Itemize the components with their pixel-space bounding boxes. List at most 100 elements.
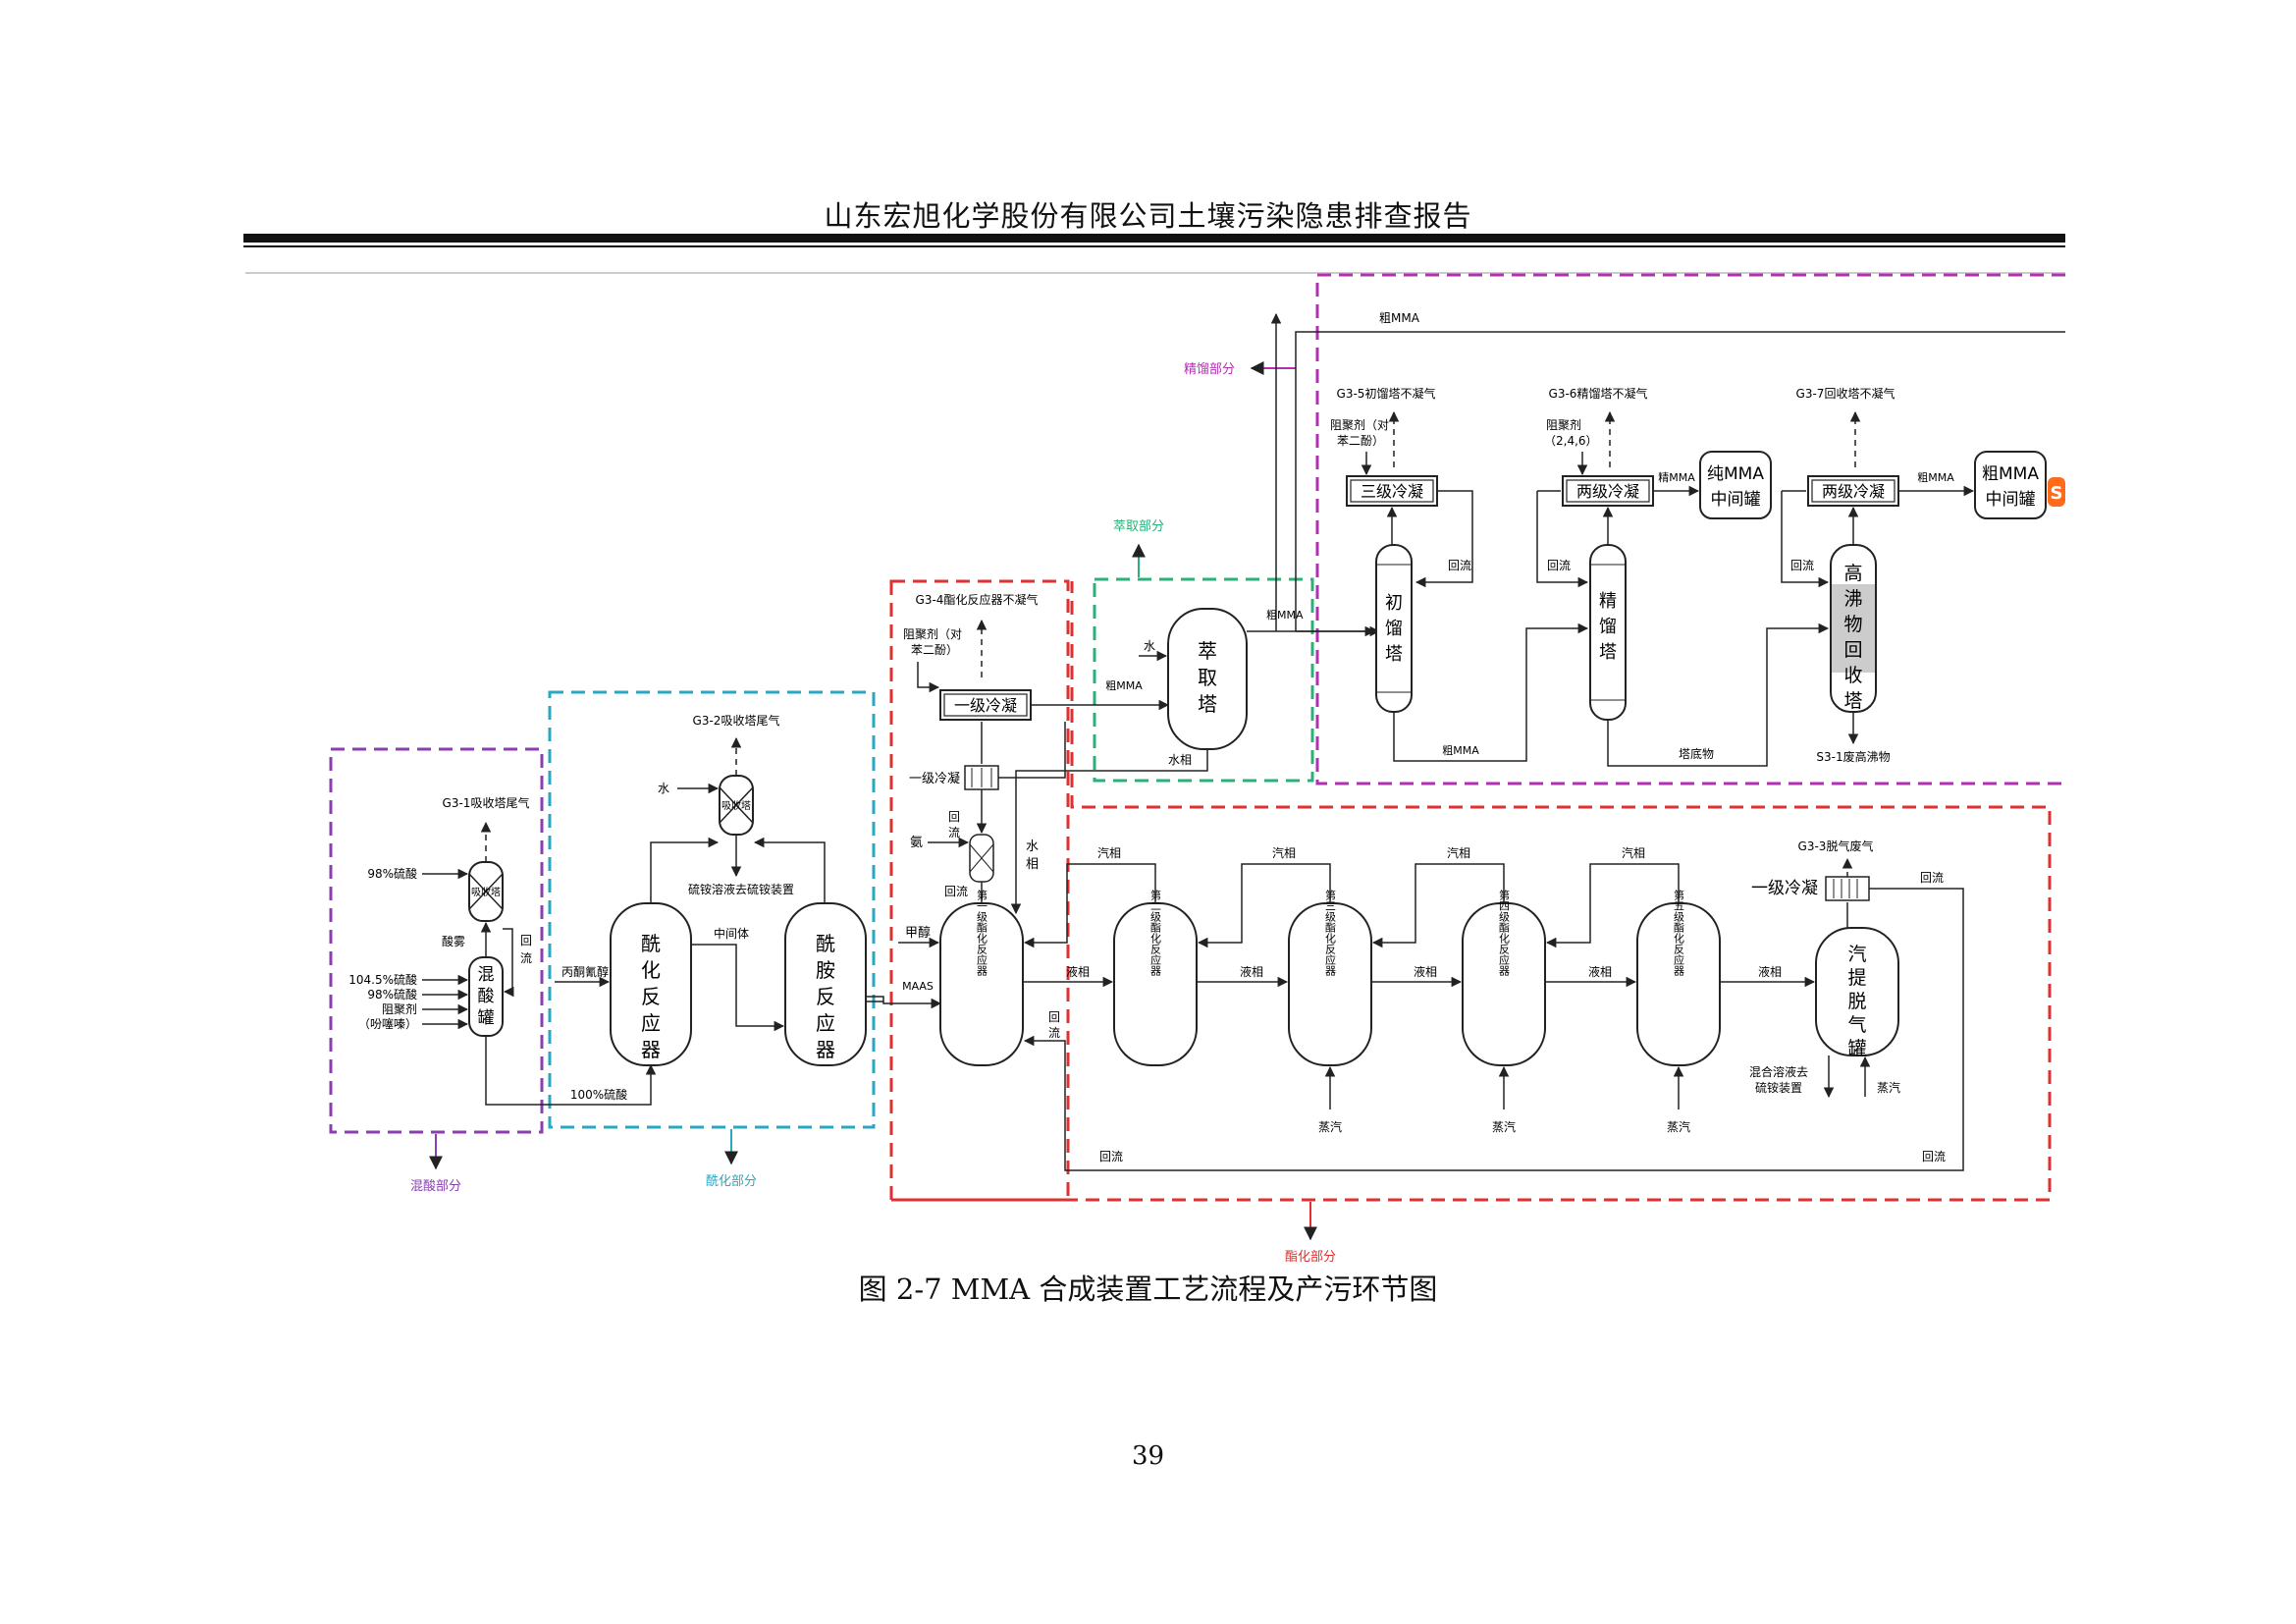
label-crude-mma-out: 粗MMA xyxy=(1266,609,1304,622)
label-liquid-4: 液相 xyxy=(1588,964,1612,979)
label-reflux-sep-3: 回流 xyxy=(944,885,968,898)
crude-mma-tank: 粗MMA 中间罐 xyxy=(1974,451,2047,519)
condenser-2b-label: 两级冷凝 xyxy=(1822,482,1885,501)
label-fine-mma: 精MMA xyxy=(1658,471,1695,484)
svg-text:取: 取 xyxy=(1198,666,1217,689)
label-mix-out-2: 硫铵装置 xyxy=(1755,1080,1802,1095)
label-liquid-3: 液相 xyxy=(1414,964,1437,979)
section-box-esterif-lower xyxy=(891,581,2052,1202)
label-acetone: 丙酮氰醇 xyxy=(561,964,609,979)
label-reflux-r1-1: 回 xyxy=(1048,1010,1060,1024)
label-feed-2: 98%硫酸 xyxy=(367,987,417,1001)
condenser-3-label: 三级冷凝 xyxy=(1361,482,1423,501)
svg-text:混: 混 xyxy=(478,965,495,985)
svg-text:初: 初 xyxy=(1385,593,1403,614)
header-rule-thick xyxy=(243,234,2065,243)
section-box-esterif xyxy=(889,579,1070,1202)
absorber-2-label: 吸收塔 xyxy=(721,799,751,812)
condenser-2a-label: 两级冷凝 xyxy=(1576,482,1639,501)
svg-text:反: 反 xyxy=(816,985,835,1008)
section-label-extract: 萃取部分 xyxy=(1113,519,1164,534)
label-steam-1: 蒸汽 xyxy=(1318,1119,1342,1134)
label-g3-4: G3-4酯化反应器不凝气 xyxy=(916,592,1039,607)
label-mix-out-1: 混合溶液去 xyxy=(1749,1064,1808,1079)
label-reflux-c3: 回流 xyxy=(1790,559,1814,572)
fine-distillation-column: 精 馏 塔 xyxy=(1589,544,1627,721)
svg-text:萃: 萃 xyxy=(1198,639,1217,663)
label-reflux-c1: 回流 xyxy=(1448,559,1471,572)
absorber-1: 吸收塔 xyxy=(468,861,504,922)
label-feed-3: 阻聚剂 xyxy=(382,1001,417,1016)
label-reflux-strip: 回流 xyxy=(1920,871,1944,885)
label-reflux-mix-2: 流 xyxy=(520,951,532,965)
svg-text:粗MMA: 粗MMA xyxy=(1982,464,2039,484)
label-acid100: 100%硫酸 xyxy=(570,1087,627,1102)
svg-text:器: 器 xyxy=(816,1038,835,1061)
label-vapor-2: 汽相 xyxy=(1272,845,1296,860)
section-label-mix: 混酸部分 xyxy=(410,1179,461,1194)
svg-text:收: 收 xyxy=(1843,665,1862,686)
label-inhib-5b: 苯二酚） xyxy=(1337,434,1384,448)
svg-text:回: 回 xyxy=(1843,639,1862,661)
acylation-reactor: 酰 化 反 应 器 xyxy=(610,902,692,1066)
label-crude-mma-right: 粗MMA xyxy=(1917,471,1954,484)
esterification-reactor-3: 第三级酯化反应器 xyxy=(1288,889,1372,1066)
label-water-phase-1: 水 xyxy=(1026,839,1039,854)
svg-text:酰: 酰 xyxy=(816,932,835,955)
initial-distillation-column: 初 馏 塔 xyxy=(1375,544,1413,713)
svg-text:第三级酯化反应器: 第三级酯化反应器 xyxy=(1324,889,1337,977)
label-vapor-4: 汽相 xyxy=(1622,845,1645,860)
mix-acid-tank: 混 酸 罐 xyxy=(468,956,504,1037)
svg-text:高: 高 xyxy=(1843,563,1862,584)
condenser-1: 一级冷凝 xyxy=(939,689,1032,721)
svg-text:塔: 塔 xyxy=(1599,642,1617,663)
label-reflux-r1-2: 流 xyxy=(1048,1026,1060,1040)
svg-text:中间罐: 中间罐 xyxy=(1986,490,2036,510)
condenser-1-label: 一级冷凝 xyxy=(954,696,1017,715)
label-s3-1: S3-1废高沸物 xyxy=(1816,749,1890,764)
svg-text:反: 反 xyxy=(641,985,661,1008)
label-ammonia: 氨 xyxy=(910,836,923,850)
label-cond-strip: 一级冷凝 xyxy=(1751,879,1818,898)
label-inhib-6b: （2,4,6） xyxy=(1544,434,1598,448)
label-g3-2: G3-2吸收塔尾气 xyxy=(693,713,780,728)
label-inhib-4a: 阻聚剂（对 xyxy=(903,626,962,641)
header-rule-thin xyxy=(243,245,2065,247)
label-liquid-1: 液相 xyxy=(1066,964,1090,979)
label-liquid-5: 液相 xyxy=(1758,964,1782,979)
label-liquid-2: 液相 xyxy=(1240,964,1263,979)
extraction-column: 萃 取 塔 xyxy=(1167,608,1248,750)
esterification-reactor-1: 第一级酯化反应器 xyxy=(939,889,1024,1066)
label-water-ext: 水 xyxy=(1144,639,1155,653)
label-g3-3: G3-3脱气废气 xyxy=(1798,839,1874,853)
esterification-reactor-5: 第五级酯化反应器 xyxy=(1636,889,1721,1066)
esterification-reactor-2: 第二级酯化反应器 xyxy=(1113,889,1198,1066)
svg-text:胺: 胺 xyxy=(816,958,835,982)
page-number: 39 xyxy=(1131,1441,1165,1471)
condenser-3: 三级冷凝 xyxy=(1346,475,1438,507)
page-header-title: 山东宏旭化学股份有限公司土壤污染隐患排查报告 xyxy=(824,199,1472,233)
label-reflux-mix-1: 回 xyxy=(520,934,532,947)
svg-text:化: 化 xyxy=(641,958,661,982)
section-box-refine xyxy=(1315,273,2065,785)
svg-text:精: 精 xyxy=(1599,591,1617,612)
amide-reactor: 酰 胺 反 应 器 xyxy=(784,902,867,1066)
svg-text:酸: 酸 xyxy=(478,987,495,1006)
label-vapor-1: 汽相 xyxy=(1097,845,1121,860)
condenser-small xyxy=(964,765,999,790)
label-steam-strip: 蒸汽 xyxy=(1877,1080,1900,1095)
label-feed-4: （吩噻嗪） xyxy=(358,1016,417,1031)
label-reflux-bottom-l: 回流 xyxy=(1099,1150,1123,1164)
svg-text:塔: 塔 xyxy=(1843,690,1862,712)
label-steam-3: 蒸汽 xyxy=(1667,1119,1690,1134)
condenser-2b: 两级冷凝 xyxy=(1807,475,1899,507)
label-water-top: 水 xyxy=(658,782,669,795)
svg-text:塔: 塔 xyxy=(1385,644,1403,665)
svg-text:酰: 酰 xyxy=(641,932,661,955)
svg-text:脱: 脱 xyxy=(1847,991,1866,1012)
overlay-s-icon: S xyxy=(2051,483,2063,504)
label-reflux-c2: 回流 xyxy=(1547,559,1571,572)
section-label-esterif: 酯化部分 xyxy=(1285,1250,1336,1265)
svg-text:物: 物 xyxy=(1843,614,1862,635)
